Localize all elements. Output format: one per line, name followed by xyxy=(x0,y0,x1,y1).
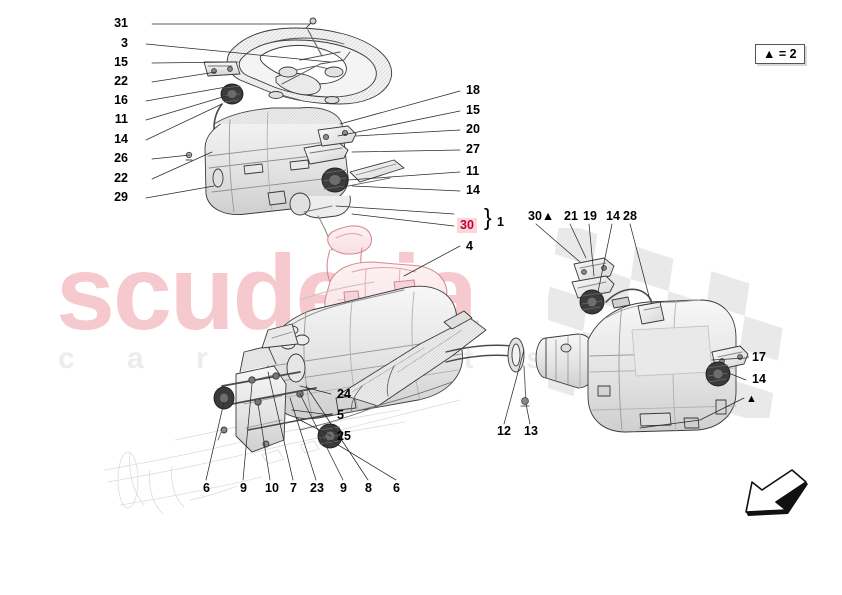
callout-21: 21 xyxy=(564,209,578,223)
callout-14-left: 14 xyxy=(114,132,128,146)
callout-30-highlighted: 30 xyxy=(457,218,477,233)
callout-15-right: 15 xyxy=(466,103,480,117)
callout-23: 23 xyxy=(310,481,324,495)
callout-17: 17 xyxy=(752,350,766,364)
callout-28: 28 xyxy=(623,209,637,223)
triangle-marker: ▲ xyxy=(746,393,757,405)
callout-10: 10 xyxy=(265,481,279,495)
callout-14-topright: 14 xyxy=(606,209,620,223)
callout-15-left: 15 xyxy=(114,55,128,69)
callout-5: 5 xyxy=(337,408,344,422)
callout-3: 3 xyxy=(121,36,128,50)
callout-1-group: 1 xyxy=(497,215,504,229)
callout-27: 27 xyxy=(466,142,480,156)
callout-9: 9 xyxy=(240,481,247,495)
callout-11-left: 11 xyxy=(114,112,128,126)
callout-14-right: 14 xyxy=(466,183,480,197)
callout-19: 19 xyxy=(583,209,597,223)
callout-24: 24 xyxy=(337,387,351,401)
callout-6: 6 xyxy=(203,481,210,495)
callout-14-rightside: 14 xyxy=(752,372,766,386)
direction-arrow xyxy=(745,469,808,516)
callout-11-right: 11 xyxy=(466,164,480,178)
callout-9-b: 9 xyxy=(340,481,347,495)
callout-6-b: 6 xyxy=(393,481,400,495)
callout-16: 16 xyxy=(114,93,128,107)
callout-29: 29 xyxy=(114,190,128,204)
callout-31: 31 xyxy=(114,16,128,30)
callout-30-triangle: 30▲ xyxy=(528,209,555,223)
callout-12: 12 xyxy=(497,424,511,438)
callout-4: 4 xyxy=(466,239,473,253)
callout-7: 7 xyxy=(290,481,297,495)
legend-box: ▲ = 2 xyxy=(755,44,805,64)
callout-18: 18 xyxy=(466,83,480,97)
callout-26: 26 xyxy=(114,151,128,165)
callout-22-left-2: 22 xyxy=(114,171,128,185)
callout-25: 25 xyxy=(337,429,351,443)
group-brace: } xyxy=(484,204,492,230)
callout-13: 13 xyxy=(524,424,538,438)
callout-20: 20 xyxy=(466,122,480,136)
callout-22-left: 22 xyxy=(114,74,128,88)
callout-8: 8 xyxy=(365,481,372,495)
